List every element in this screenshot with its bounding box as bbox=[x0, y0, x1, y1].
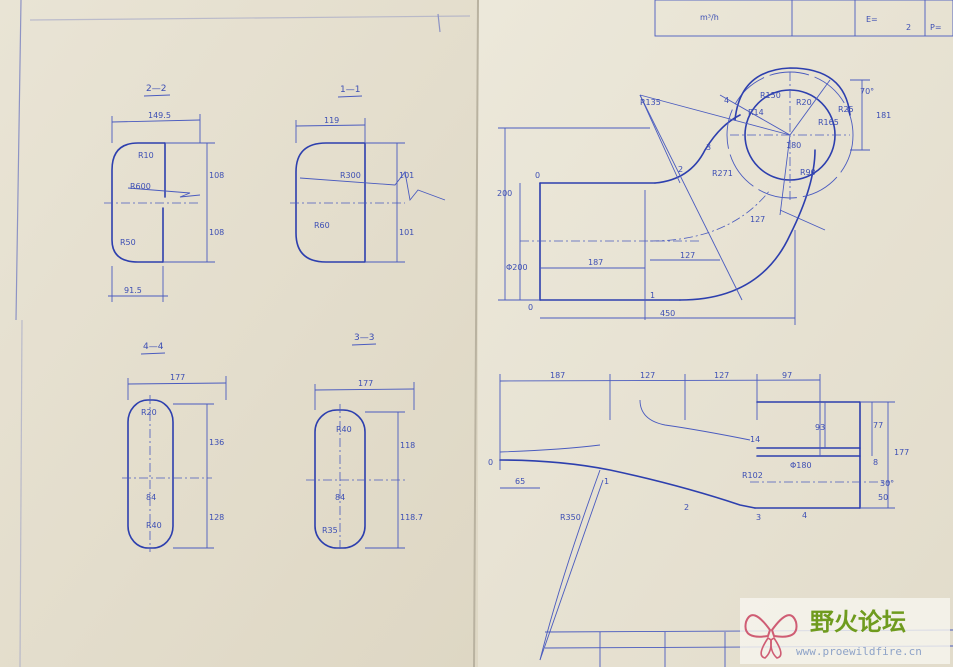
section-1-1-label: 1—1 bbox=[340, 85, 360, 95]
elev-h177: 177 bbox=[894, 448, 909, 457]
elevation-view: 187 127 127 97 R350 65 93 77 177 8 30° 5… bbox=[488, 371, 909, 661]
plan-h200: 200 bbox=[497, 189, 512, 198]
s44-h-top: 136 bbox=[209, 438, 224, 447]
plan-mark-3: 3 bbox=[706, 143, 711, 152]
plan-mark-1: 1 bbox=[650, 291, 655, 300]
elev-mark-4: 4 bbox=[802, 511, 807, 520]
butterfly-logo-icon bbox=[744, 614, 798, 659]
left-border-2 bbox=[19, 319, 23, 667]
section-3-3: 3—3 177 118 118.7 R40 84 R35 bbox=[306, 333, 423, 552]
watermark-title: 野火论坛 bbox=[810, 608, 906, 636]
plan-mark-o2: 0 bbox=[528, 303, 533, 312]
right-sheet bbox=[478, 0, 953, 667]
elev-l65: 65 bbox=[515, 477, 525, 486]
title-pe: P= bbox=[930, 23, 942, 32]
elev-mark-0: 0 bbox=[488, 458, 493, 467]
title-unit: m³/h bbox=[700, 13, 719, 22]
s44-r-bot: R40 bbox=[146, 521, 162, 530]
s33-h-bot: 118.7 bbox=[400, 513, 423, 522]
elev-l187: 187 bbox=[550, 371, 565, 380]
elev-mark-2: 2 bbox=[684, 503, 689, 512]
elev-ang30: 30° bbox=[880, 479, 894, 488]
section-3-3-label: 3—3 bbox=[354, 333, 374, 343]
s11-r-mid: R300 bbox=[340, 171, 361, 180]
s22-width-dim: 149.5 bbox=[148, 111, 171, 120]
left-border bbox=[15, 0, 22, 321]
elev-h93: 93 bbox=[815, 423, 825, 432]
elev-mark-3: 3 bbox=[756, 513, 761, 522]
title-block: m³/h E= 2 P= bbox=[654, 0, 953, 37]
s33-center: 84 bbox=[335, 493, 345, 502]
sheet-fold bbox=[473, 0, 479, 667]
s22-h-top: 108 bbox=[209, 171, 224, 180]
plan-mark-o1: 0 bbox=[535, 171, 540, 180]
title-e: E= bbox=[866, 15, 878, 24]
s22-r-bot: R50 bbox=[120, 238, 136, 247]
section-1-1: 1—1 119 101 101 R300 R60 bbox=[290, 85, 446, 263]
s22-r-top: R10 bbox=[138, 151, 154, 160]
section-4-4-label: 4—4 bbox=[143, 342, 164, 352]
section-2-2-label: 2—2 bbox=[146, 84, 166, 94]
s44-h-bot: 128 bbox=[209, 513, 224, 522]
elev-l97: 97 bbox=[782, 371, 792, 380]
plan-r165: R165 bbox=[818, 118, 839, 127]
title-num: 2 bbox=[906, 23, 911, 32]
plan-r271: R271 bbox=[712, 169, 733, 178]
s33-r-bot: R35 bbox=[322, 526, 338, 535]
plan-r135: R135 bbox=[640, 98, 661, 107]
plan-len187: 187 bbox=[588, 258, 603, 267]
plan-r14: R14 bbox=[748, 108, 764, 117]
section-4-4: 4—4 177 136 128 R20 84 R40 bbox=[122, 342, 227, 552]
plan-phi200: Φ200 bbox=[506, 263, 528, 272]
elev-d8: 8 bbox=[873, 458, 878, 467]
plan-view: 200 Φ200 187 127 127 450 R271 R135 R150 … bbox=[497, 67, 891, 325]
s11-h-bot: 101 bbox=[399, 228, 414, 237]
plan-a70: 70° bbox=[860, 87, 874, 96]
s33-width-dim: 177 bbox=[358, 379, 373, 388]
s44-r-top: R20 bbox=[141, 408, 157, 417]
elev-r102: R102 bbox=[742, 471, 763, 480]
s22-bottom-dim: 91.5 bbox=[124, 286, 142, 295]
s44-width-dim: 177 bbox=[170, 373, 185, 382]
watermark-url: www.proewildfire.cn bbox=[796, 645, 922, 658]
elev-l127: 127 bbox=[640, 371, 655, 380]
elev-d14: 14 bbox=[750, 435, 760, 444]
plan-r90: R90 bbox=[800, 168, 816, 177]
plan-r20: R20 bbox=[796, 98, 812, 107]
plan-len127: 127 bbox=[680, 251, 695, 260]
plan-mark-4: 4 bbox=[724, 96, 729, 105]
elev-r350: R350 bbox=[560, 513, 581, 522]
s11-width-dim: 119 bbox=[324, 116, 339, 125]
section-2-2: 2—2 149.5 108 108 R10 R600 R50 91.5 bbox=[104, 84, 224, 302]
left-sheet bbox=[0, 0, 478, 667]
plan-r150: R150 bbox=[760, 91, 781, 100]
elev-l127b: 127 bbox=[714, 371, 729, 380]
s33-h-top: 118 bbox=[400, 441, 415, 450]
top-border bbox=[29, 15, 471, 21]
plan-d180: 180 bbox=[786, 141, 801, 150]
elev-mark-1: 1 bbox=[604, 477, 609, 486]
plan-len450: 450 bbox=[660, 309, 675, 318]
forum-watermark: 野火论坛 www.proewildfire.cn bbox=[740, 598, 950, 664]
plan-mark-2: 2 bbox=[678, 165, 683, 174]
top-tick-mark bbox=[437, 13, 441, 33]
s44-center: 84 bbox=[146, 493, 156, 502]
s33-r-top: R40 bbox=[336, 425, 352, 434]
elev-h77: 77 bbox=[873, 421, 883, 430]
plan-r25: R25 bbox=[838, 105, 854, 114]
elev-phi180: Φ180 bbox=[790, 461, 812, 470]
s22-r-mid: R600 bbox=[130, 182, 151, 191]
s11-h-top: 101 bbox=[399, 171, 414, 180]
s11-r-bot: R60 bbox=[314, 221, 330, 230]
s22-h-bot: 108 bbox=[209, 228, 224, 237]
plan-len127b: 127 bbox=[750, 215, 765, 224]
elev-d50: 50 bbox=[878, 493, 888, 502]
plan-d181: 181 bbox=[876, 111, 891, 120]
